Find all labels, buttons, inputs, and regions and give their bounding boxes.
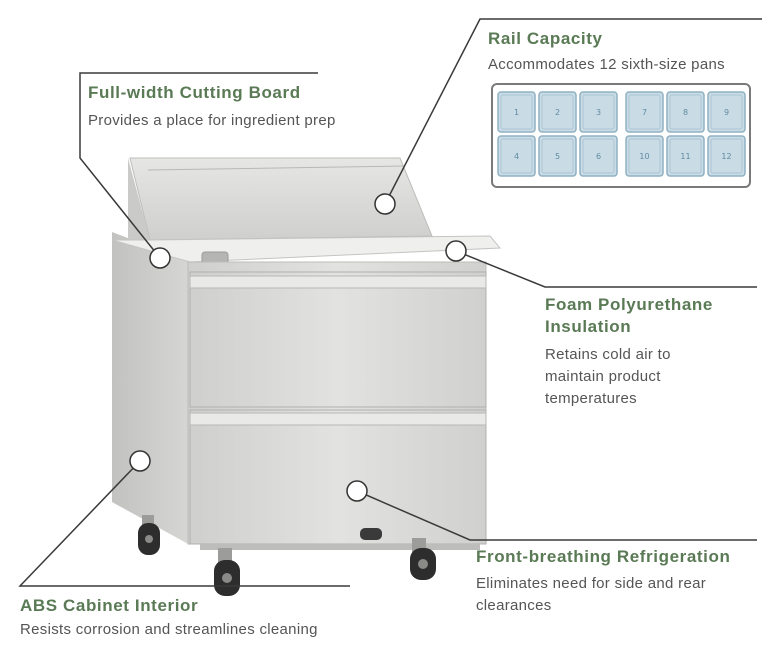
pan-slot: 9 xyxy=(707,91,746,133)
callout-description: Provides a place for ingredient prep xyxy=(88,112,336,129)
dot-refrigeration xyxy=(346,480,368,502)
callout-description: Accommodates 12 sixth-size pans xyxy=(488,56,725,73)
pan-slot: 2 xyxy=(538,91,577,133)
pan-number: 5 xyxy=(555,152,560,161)
callout-dots xyxy=(129,193,467,502)
dot-rail-capacity xyxy=(374,193,396,215)
callout-insulation: Foam Polyurethane Insulation Retains col… xyxy=(545,294,745,410)
rail-lid-left-side xyxy=(128,158,150,255)
caster-rear-left xyxy=(138,515,160,555)
pan-slot: 7 xyxy=(625,91,664,133)
leader-insulation xyxy=(455,250,757,288)
leader-refrigeration xyxy=(356,490,757,541)
lower-drawer xyxy=(189,409,487,545)
caster-rear-right xyxy=(360,528,382,540)
pan-number: 6 xyxy=(596,152,601,161)
callout-title: Foam Polyurethane Insulation xyxy=(545,295,713,336)
pan-slot: 8 xyxy=(666,91,705,133)
pan-number: 8 xyxy=(683,108,688,117)
callout-rail-capacity: Rail Capacity Accommodates 12 sixth-size… xyxy=(488,28,763,76)
pan-number: 2 xyxy=(555,108,560,117)
callout-description: Eliminates need for side and rear cleara… xyxy=(476,575,707,614)
callout-title: Front-breathing Refrigeration xyxy=(476,547,731,566)
callout-title: ABS Cabinet Interior xyxy=(20,596,199,615)
pan-number: 3 xyxy=(596,108,601,117)
caster-front-left xyxy=(214,548,240,596)
leader-lines xyxy=(18,18,762,587)
dot-cutting-board xyxy=(149,247,171,269)
upper-drawer-handle xyxy=(189,275,487,289)
pan-number: 12 xyxy=(721,152,731,161)
pan-slot: 1 xyxy=(497,91,536,133)
pan-slot: 10 xyxy=(625,135,664,177)
caster-front-right xyxy=(410,538,436,580)
cabinet-side-panel xyxy=(112,232,190,545)
pan-slot: 4 xyxy=(497,135,536,177)
pan-slot: 6 xyxy=(579,135,618,177)
prep-table-unit xyxy=(111,157,502,596)
callout-title: Full-width Cutting Board xyxy=(88,83,301,102)
lower-drawer-handle xyxy=(189,412,487,426)
leader-rail-capacity xyxy=(384,18,762,205)
pan-number: 10 xyxy=(639,152,649,161)
pan-slot: 11 xyxy=(666,135,705,177)
leader-cutting-board xyxy=(79,72,318,259)
callout-description: Retains cold air to maintain product tem… xyxy=(545,346,671,407)
pan-slot: 3 xyxy=(579,91,618,133)
callout-cutting-board: Full-width Cutting Board Provides a plac… xyxy=(88,82,338,132)
pan-number: 11 xyxy=(680,152,690,161)
pan-number: 7 xyxy=(642,108,647,117)
pan-number: 4 xyxy=(514,152,519,161)
dot-insulation xyxy=(445,240,467,262)
leader-cabinet xyxy=(18,460,350,587)
upper-drawer xyxy=(189,271,487,408)
dot-cabinet xyxy=(129,450,151,472)
pan-slot: 5 xyxy=(538,135,577,177)
callout-description: Resists corrosion and streamlines cleani… xyxy=(20,621,318,638)
callout-title: Rail Capacity xyxy=(488,29,603,48)
pan-slot: 12 xyxy=(707,135,746,177)
callout-cabinet: ABS Cabinet Interior Resists corrosion a… xyxy=(20,595,380,641)
callout-refrigeration: Front-breathing Refrigeration Eliminates… xyxy=(476,546,766,617)
pan-number: 1 xyxy=(514,108,519,117)
rail-lid xyxy=(129,157,433,241)
pan-number: 9 xyxy=(724,108,729,117)
